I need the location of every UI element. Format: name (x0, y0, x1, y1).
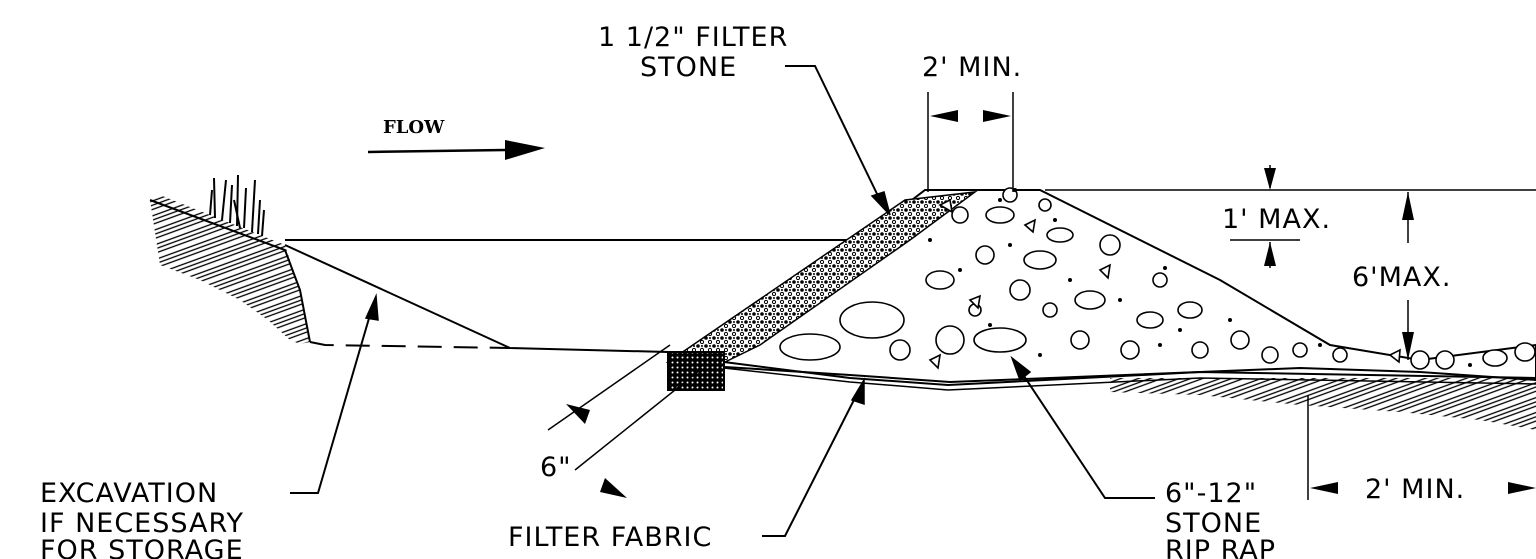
pool-bottom-line (284, 244, 669, 362)
right-ground-soil (1110, 378, 1536, 430)
excavation-dashed-line (309, 341, 511, 349)
grass-tufts (209, 174, 265, 237)
left-bank-soil (149, 195, 311, 344)
excavation-label-line2: IF NECESSARY (40, 508, 244, 539)
top-width-label: 2' MIN. (922, 52, 1022, 83)
filter-fabric-label: FILTER FABRIC (508, 522, 712, 553)
top-width-dimension (927, 92, 1014, 192)
excavation-label-line1: EXCAVATION (40, 478, 218, 509)
thickness-label: 6" (540, 452, 572, 483)
riprap-dam (665, 187, 1536, 391)
excavation-label-line3: FOR STORAGE (40, 535, 244, 559)
filter-fabric-line (723, 361, 1536, 387)
freeboard-label: 1' MAX. (1222, 204, 1331, 235)
toe-width-label: 2' MIN. (1365, 474, 1465, 505)
height-dimensions (1045, 165, 1536, 360)
toe-width-dimension (1307, 395, 1536, 500)
riprap-label-line3: RIP RAP (1165, 535, 1276, 559)
filter-stone-label-line2: STONE (640, 52, 737, 83)
flow-arrow (367, 140, 545, 160)
riprap-label-line1: 6"-12" (1165, 478, 1257, 509)
flow-label: FLOW (383, 117, 445, 138)
leader-lines (290, 65, 1155, 537)
filter-stone-label-line1: 1 1/2" FILTER (598, 22, 788, 53)
riprap-label-line2: STONE (1165, 508, 1262, 539)
thickness-dimension (547, 344, 701, 498)
height-label: 6'MAX. (1352, 262, 1451, 293)
